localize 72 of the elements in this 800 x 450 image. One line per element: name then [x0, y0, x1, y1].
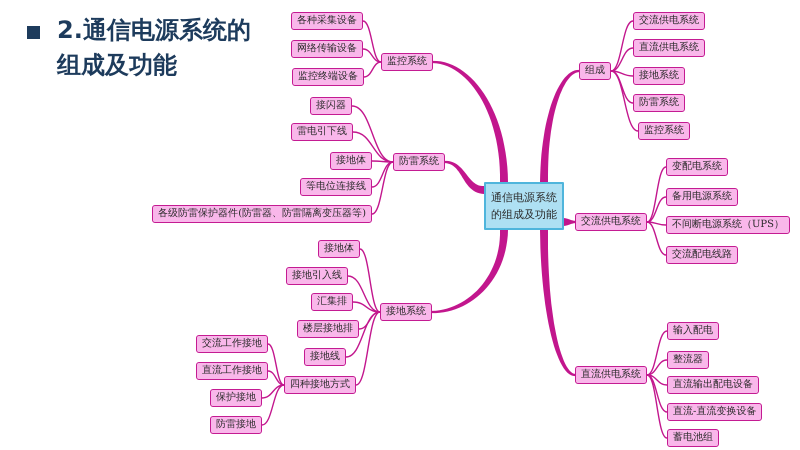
branch-line [646, 374, 668, 413]
topic-box: 楼层接地排 [297, 320, 359, 338]
branch-line [359, 248, 381, 313]
topic-box: 蓄电池组 [667, 429, 719, 447]
branch-line [610, 47, 634, 72]
branch-line [362, 48, 382, 63]
topic-box: 交流供电系统 [633, 12, 705, 30]
topic-box: 接闪器 [310, 97, 352, 115]
topic-box: 监控系统 [381, 53, 433, 71]
branch-line [610, 70, 634, 77]
branch-line [646, 166, 667, 223]
branch-line [267, 370, 285, 386]
branch-line [371, 160, 394, 163]
topic-box: 不间断电源系统（UPS） [666, 216, 790, 234]
topic-box: 接地线 [304, 348, 346, 366]
topic-box: 各级防雷保护器件(防雷器、防雷隔离变压器等) [152, 205, 372, 223]
topic-box: 变配电系统 [666, 158, 728, 176]
topic-box: 直流工作接地 [196, 362, 268, 380]
branch-line [646, 330, 668, 376]
topic-box: 监控终端设备 [292, 68, 364, 86]
topic-box: 接地系统 [380, 303, 432, 321]
topic-box: 监控系统 [638, 122, 690, 140]
topic-box: 组成 [579, 62, 611, 80]
topic-box: 直流供电系统 [633, 39, 705, 57]
slide-title: 2.通信电源系统的组成及功能 [57, 15, 252, 81]
topic-box: 防雷接地 [210, 416, 262, 434]
branch-line [433, 60, 508, 182]
branch-line [363, 61, 382, 78]
topic-box: 整流器 [667, 351, 709, 369]
branch-line [267, 343, 285, 386]
topic-box: 输入配电 [667, 322, 719, 340]
topic-box: 直流供电系统 [575, 366, 647, 384]
topic-box: 四种接地方式 [284, 376, 356, 394]
branch-line [646, 196, 667, 223]
branch-line [432, 230, 508, 314]
topic-box: 网络传输设备 [291, 40, 363, 58]
branch-line [371, 161, 394, 215]
topic-box: 接地体 [318, 240, 360, 258]
topic-box: 汇集排 [311, 293, 353, 311]
branch-line [347, 275, 381, 313]
branch-line [261, 384, 285, 426]
branch-line [646, 221, 667, 256]
topic-box: 雷电引下线 [291, 123, 353, 141]
topic-box: 接地系统 [633, 67, 685, 85]
branch-line [445, 160, 484, 194]
branch-line [646, 221, 667, 226]
topic-box: 防雷系统 [393, 153, 445, 171]
branch-line [646, 359, 668, 376]
branch-line [362, 20, 382, 63]
branch-line [540, 70, 579, 182]
topic-box: 防雷系统 [633, 94, 685, 112]
branch-line [345, 311, 381, 358]
branch-line [610, 70, 639, 132]
topic-box: 备用电源系统 [666, 188, 738, 206]
branch-line [540, 230, 575, 376]
topic-box: 等电位连接线 [300, 178, 372, 196]
topic-box: 接地引入线 [286, 267, 348, 285]
topic-box: 各种采集设备 [291, 12, 363, 30]
central-topic-box: 通信电源系统的组成及功能 [484, 182, 564, 230]
topic-box: 交流配电线路 [666, 246, 738, 264]
topic-box: 直流-直流变换设备 [667, 403, 762, 421]
topic-box: 交流供电系统 [575, 213, 647, 231]
branch-line [261, 384, 285, 399]
topic-box: 直流输出配电设备 [667, 376, 759, 394]
branch-line [564, 218, 575, 226]
branch-line [610, 20, 634, 72]
topic-box: 交流工作接地 [196, 335, 268, 353]
branch-line [646, 374, 668, 439]
branch-line [352, 131, 394, 163]
topic-box: 保护接地 [210, 389, 262, 407]
branch-line [355, 311, 381, 386]
topic-box: 接地体 [330, 152, 372, 170]
